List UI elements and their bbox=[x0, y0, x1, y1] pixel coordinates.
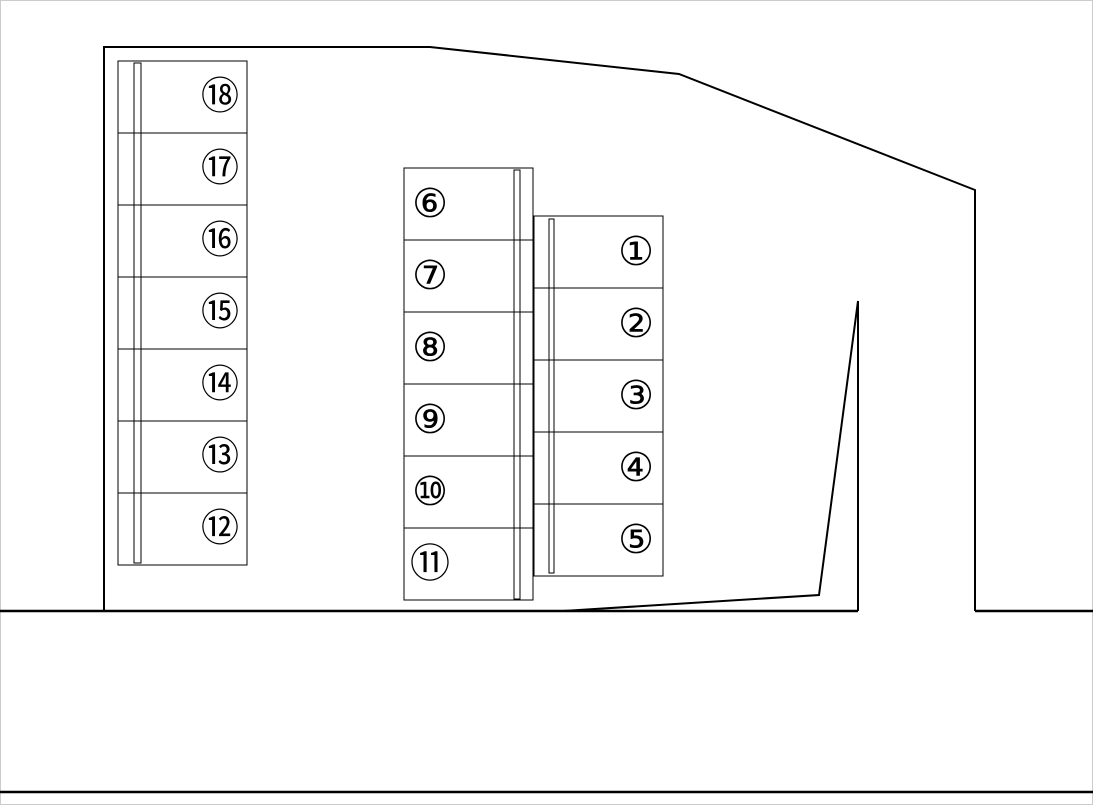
parking-space-number: ⑯ bbox=[201, 220, 239, 262]
parking-space: ⑯ bbox=[117, 204, 248, 278]
parking-space: ⑰ bbox=[117, 132, 248, 206]
parking-space-outline bbox=[403, 527, 534, 601]
parking-space: ① bbox=[533, 215, 664, 289]
wheel-stop-bar-left bbox=[133, 62, 142, 564]
parking-space-number: ⑮ bbox=[201, 292, 239, 334]
parking-space: ⑫ bbox=[117, 492, 248, 566]
parking-space: ⑬ bbox=[117, 420, 248, 494]
parking-space-number: ⑩ bbox=[412, 470, 448, 514]
parking-space-outline bbox=[533, 503, 664, 577]
wheel-stop-bar-right bbox=[548, 218, 555, 574]
parking-space-number: ⑱ bbox=[201, 76, 239, 118]
parking-space-outline bbox=[117, 492, 248, 566]
parking-space: ⑤ bbox=[533, 503, 664, 577]
parking-space: ⑱ bbox=[117, 60, 248, 134]
parking-space: ⑮ bbox=[117, 276, 248, 350]
parking-space-number: ⑫ bbox=[201, 508, 239, 550]
parking-space-number: ⑪ bbox=[410, 542, 450, 586]
parking-space-number: ③ bbox=[618, 374, 654, 418]
parking-space: ⑩ bbox=[403, 455, 534, 529]
parking-space-number: ⑤ bbox=[618, 518, 654, 562]
parking-space: ② bbox=[533, 287, 664, 361]
parking-space-number: ⑭ bbox=[201, 364, 239, 406]
parking-space-number: ② bbox=[618, 302, 654, 346]
left-parking-column: ⑱ ⑰ ⑯ ⑮ ⑭ ⑬ ⑫ bbox=[117, 60, 248, 566]
center-parking-column: ⑥ ⑦ ⑧ ⑨ ⑩ ⑪ bbox=[403, 167, 534, 601]
parking-space-number: ⑥ bbox=[412, 182, 448, 226]
parking-space-number: ④ bbox=[618, 446, 654, 490]
parking-space: ⑭ bbox=[117, 348, 248, 422]
parking-space: ⑥ bbox=[403, 167, 534, 241]
parking-space-number: ① bbox=[618, 230, 654, 274]
parking-space-number: ⑧ bbox=[412, 326, 448, 370]
entrance-line bbox=[562, 300, 859, 612]
lot-boundary bbox=[103, 46, 976, 611]
parking-space: ③ bbox=[533, 359, 664, 433]
parking-space: ④ bbox=[533, 431, 664, 505]
parking-space-number: ⑰ bbox=[201, 148, 239, 190]
parking-space-number: ⑬ bbox=[201, 436, 239, 478]
parking-space-number: ⑨ bbox=[412, 398, 448, 442]
parking-space: ⑪ bbox=[403, 527, 534, 601]
right-parking-column: ① ② ③ ④ ⑤ bbox=[533, 215, 664, 577]
parking-space-number: ⑦ bbox=[412, 254, 448, 298]
